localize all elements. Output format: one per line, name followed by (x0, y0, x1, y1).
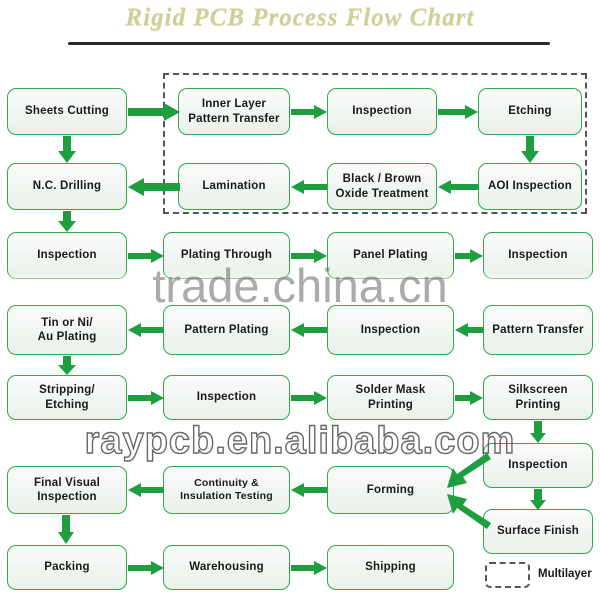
node-lamination[interactable]: Lamination (178, 163, 290, 210)
arrow-inspection-6-to-surface-finish (530, 489, 546, 510)
arrow-surface-finish-to-forming (447, 494, 491, 529)
node-final-visual-inspection[interactable]: Final Visual Inspection (7, 466, 127, 514)
arrow-panel-plating-to-inspection-3 (455, 249, 483, 263)
node-pattern-transfer[interactable]: Pattern Transfer (483, 305, 593, 355)
arrow-packing-to-warehousing (128, 561, 164, 575)
node-label: Lamination (202, 180, 266, 193)
node-silkscreen-printing[interactable]: Silkscreen Printing (483, 375, 593, 420)
arrow-etching-to-aoi-inspection (521, 136, 539, 163)
node-inspection-3[interactable]: Inspection (483, 232, 593, 279)
node-label: Panel Plating (353, 249, 428, 262)
arrow-tin-or-ni-au-plating-to-stripping-etching (58, 356, 76, 375)
node-inner-layer-pattern-transfer[interactable]: Inner Layer Pattern Transfer (178, 88, 290, 135)
node-stripping-etching[interactable]: Stripping/ Etching (7, 375, 127, 420)
node-label: Inspection (352, 105, 412, 118)
node-label: Tin or Ni/ Au Plating (37, 316, 97, 343)
node-inspection-5[interactable]: Inspection (163, 375, 290, 420)
arrow-continuity-to-final-visual-inspection (128, 483, 164, 497)
arrow-plating-through-to-panel-plating (291, 249, 327, 263)
arrow-sheets-cutting-to-nc-drilling (58, 136, 76, 163)
node-label: Inspection (360, 323, 421, 336)
node-nc-drilling[interactable]: N.C. Drilling (7, 163, 127, 210)
arrow-stripping-etching-to-inspection-5 (128, 391, 164, 405)
node-label: Final Visual Inspection (33, 476, 101, 503)
arrow-forming-to-continuity-insulation-testing (291, 483, 327, 497)
node-inspection-1[interactable]: Inspection (327, 88, 437, 135)
node-shipping[interactable]: Shipping (327, 545, 454, 590)
arrow-inspection-6-to-forming (447, 453, 491, 489)
node-continuity-insulation-testing[interactable]: Continuity & Insulation Testing (163, 466, 290, 514)
arrow-lamination-to-nc-drilling (128, 178, 180, 196)
node-inspection-6[interactable]: Inspection (483, 443, 593, 488)
node-label: Etching (508, 105, 552, 118)
arrow-pattern-transfer-to-inspection-4 (455, 323, 483, 337)
arrow-pattern-plating-to-tin-or-ni-au-plating (128, 323, 164, 337)
node-label: Forming (366, 483, 415, 496)
node-label: Shipping (365, 561, 416, 574)
node-forming[interactable]: Forming (327, 466, 454, 514)
node-label: Black / Brown Oxide Treatment (335, 173, 429, 200)
node-surface-finish[interactable]: Surface Finish (483, 509, 593, 554)
node-panel-plating[interactable]: Panel Plating (327, 232, 454, 279)
arrow-inspection-1-to-etching (438, 105, 478, 119)
node-label: Pattern Plating (184, 323, 269, 336)
node-label: Sheets Cutting (25, 105, 109, 118)
node-label: Silkscreen Printing (508, 384, 568, 411)
node-label: AOI Inspection (488, 180, 572, 193)
arrow-sheets-cutting-to-inner-layer (128, 103, 180, 121)
node-black-brown-oxide-treatment[interactable]: Black / Brown Oxide Treatment (327, 163, 437, 210)
node-label: Solder Mask Printing (355, 384, 426, 411)
node-label: Inner Layer Pattern Transfer (188, 98, 280, 125)
node-label: Plating Through (180, 249, 273, 262)
node-sheets-cutting[interactable]: Sheets Cutting (7, 88, 127, 135)
node-inspection-4[interactable]: Inspection (327, 305, 454, 355)
legend-multilayer-label: Multilayer (538, 568, 592, 580)
node-packing[interactable]: Packing (7, 545, 127, 590)
arrow-black-brown-oxide-to-lamination (291, 180, 327, 194)
arrow-solder-mask-printing-to-silkscreen-printing (455, 391, 483, 405)
title-underline (68, 42, 550, 45)
node-label: Warehousing (189, 561, 264, 574)
node-label: Pattern Transfer (492, 323, 584, 336)
node-label: Packing (44, 561, 90, 574)
node-label: Inspection (196, 391, 257, 404)
node-warehousing[interactable]: Warehousing (163, 545, 290, 590)
arrow-inspection-4-to-pattern-plating (291, 323, 327, 337)
page-title: Rigid PCB Process Flow Chart (125, 4, 475, 31)
node-label: Inspection (37, 249, 97, 262)
node-plating-through[interactable]: Plating Through (163, 232, 290, 279)
arrow-silkscreen-printing-to-inspection-6 (530, 421, 546, 443)
node-label: Stripping/ Etching (39, 384, 95, 411)
node-inspection-2[interactable]: Inspection (7, 232, 127, 279)
arrow-inner-layer-to-inspection-1 (291, 105, 327, 119)
arrow-inspection-5-to-solder-mask-printing (291, 391, 327, 405)
arrow-inspection-2-to-plating-through (128, 249, 164, 263)
node-etching[interactable]: Etching (478, 88, 582, 135)
node-pattern-plating[interactable]: Pattern Plating (163, 305, 290, 355)
node-solder-mask-printing[interactable]: Solder Mask Printing (327, 375, 454, 420)
node-label: Continuity & Insulation Testing (180, 477, 273, 502)
node-aoi-inspection[interactable]: AOI Inspection (478, 163, 582, 210)
legend-multilayer-swatch (485, 562, 530, 588)
chart-title-area: Rigid PCB Process Flow Chart (0, 0, 600, 52)
arrow-final-visual-inspection-to-packing (58, 515, 74, 544)
node-label: Inspection (508, 249, 568, 262)
node-label: N.C. Drilling (32, 180, 102, 193)
arrow-nc-drilling-to-inspection-2 (58, 211, 76, 232)
node-tin-or-ni-au-plating[interactable]: Tin or Ni/ Au Plating (7, 305, 127, 355)
arrow-aoi-inspection-to-black-brown-oxide (438, 180, 478, 194)
multilayer-region (163, 73, 587, 214)
node-label: Inspection (508, 459, 568, 472)
node-label: Surface Finish (496, 525, 580, 538)
arrow-warehousing-to-shipping (291, 561, 327, 575)
